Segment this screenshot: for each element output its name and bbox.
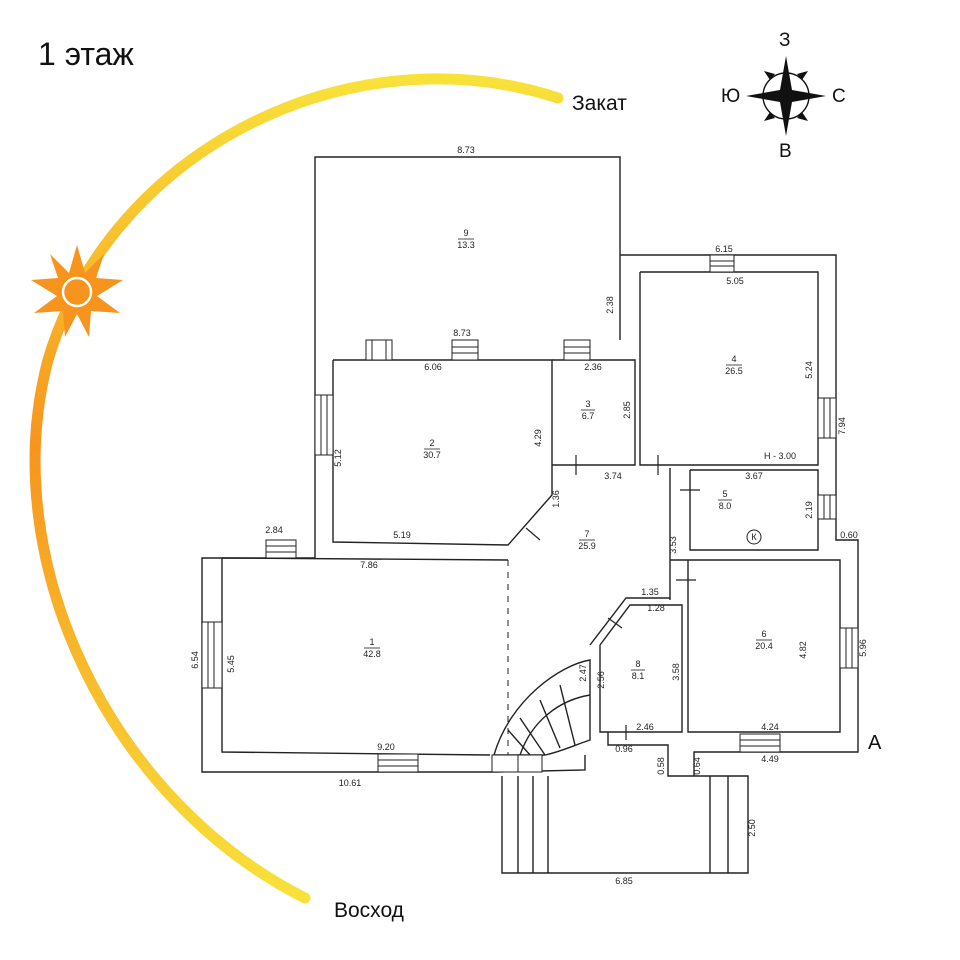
svg-text:5.05: 5.05 bbox=[726, 276, 744, 286]
svg-text:6.06: 6.06 bbox=[424, 362, 442, 372]
svg-text:2.56: 2.56 bbox=[596, 671, 606, 689]
svg-text:8.73: 8.73 bbox=[453, 328, 471, 338]
svg-text:2.85: 2.85 bbox=[622, 401, 632, 419]
floor-title: 1 этаж bbox=[38, 36, 134, 72]
window bbox=[817, 494, 837, 520]
svg-text:1: 1 bbox=[369, 637, 374, 647]
window bbox=[265, 539, 297, 559]
room-label-9: 913.3 bbox=[457, 228, 475, 250]
room-label-2: 230.7 bbox=[423, 438, 441, 460]
svg-text:4.29: 4.29 bbox=[533, 429, 543, 447]
svg-text:4.49: 4.49 bbox=[761, 754, 779, 764]
svg-text:2.47: 2.47 bbox=[578, 664, 588, 682]
svg-text:9: 9 bbox=[463, 228, 468, 238]
sunset-label: Закат bbox=[572, 92, 627, 115]
sun-path-arc bbox=[29, 73, 564, 904]
room-label-7: 725.9 bbox=[578, 529, 596, 551]
svg-text:4: 4 bbox=[731, 354, 736, 364]
svg-text:2: 2 bbox=[429, 438, 434, 448]
svg-text:42.8: 42.8 bbox=[363, 649, 381, 659]
svg-text:7.86: 7.86 bbox=[360, 560, 378, 570]
svg-text:Н - 3.00: Н - 3.00 bbox=[764, 451, 796, 461]
window bbox=[314, 394, 334, 456]
svg-text:3.58: 3.58 bbox=[671, 663, 681, 681]
svg-text:3.53: 3.53 bbox=[668, 536, 678, 554]
compass-east-label: С bbox=[832, 86, 846, 107]
compass-south-label: В bbox=[779, 141, 792, 162]
svg-text:3: 3 bbox=[585, 399, 590, 409]
svg-text:2.50: 2.50 bbox=[747, 819, 757, 837]
svg-text:9.20: 9.20 bbox=[377, 742, 395, 752]
svg-text:8.0: 8.0 bbox=[719, 501, 732, 511]
window bbox=[739, 733, 781, 753]
dimension-labels: 8.73 2.38 8.73 6.15 5.05 6.06 2.36 2.85 … bbox=[190, 145, 868, 886]
svg-text:2.46: 2.46 bbox=[636, 722, 654, 732]
svg-text:0.58: 0.58 bbox=[656, 757, 666, 775]
svg-text:7: 7 bbox=[584, 529, 589, 539]
svg-text:5.12: 5.12 bbox=[333, 449, 343, 467]
svg-text:3.74: 3.74 bbox=[604, 471, 622, 481]
room-labels: 913.3 426.5 36.7 230.7 58.0 725.9 620.4 … bbox=[363, 228, 773, 681]
svg-text:30.7: 30.7 bbox=[423, 450, 441, 460]
window bbox=[709, 254, 735, 273]
room-label-4: 426.5 bbox=[725, 354, 743, 376]
room-label-8: 88.1 bbox=[631, 659, 645, 681]
svg-text:8: 8 bbox=[635, 659, 640, 669]
door-marks bbox=[525, 455, 700, 740]
window bbox=[817, 397, 837, 439]
window bbox=[451, 339, 479, 361]
svg-text:6.15: 6.15 bbox=[715, 244, 733, 254]
compass-rose-icon bbox=[746, 56, 826, 136]
svg-text:4.82: 4.82 bbox=[798, 641, 808, 659]
window bbox=[563, 339, 591, 361]
room-label-6: 620.4 bbox=[755, 629, 773, 651]
svg-text:5: 5 bbox=[722, 489, 727, 499]
svg-text:К: К bbox=[751, 532, 757, 542]
svg-text:0.96: 0.96 bbox=[615, 744, 633, 754]
svg-text:1.36: 1.36 bbox=[551, 490, 561, 508]
svg-text:0.60: 0.60 bbox=[840, 530, 858, 540]
window bbox=[365, 339, 393, 361]
windows bbox=[201, 254, 859, 773]
svg-text:5.24: 5.24 bbox=[804, 361, 814, 379]
window bbox=[839, 627, 859, 669]
sun-icon bbox=[31, 245, 123, 337]
svg-text:20.4: 20.4 bbox=[755, 641, 773, 651]
svg-text:2.19: 2.19 bbox=[804, 501, 814, 519]
svg-text:6.54: 6.54 bbox=[190, 651, 200, 669]
svg-text:2.84: 2.84 bbox=[265, 525, 283, 535]
svg-text:8.73: 8.73 bbox=[457, 145, 475, 155]
svg-text:26.5: 26.5 bbox=[725, 366, 743, 376]
svg-text:1.35: 1.35 bbox=[641, 587, 659, 597]
window bbox=[201, 621, 223, 689]
svg-text:4.24: 4.24 bbox=[761, 722, 779, 732]
svg-text:25.9: 25.9 bbox=[578, 541, 596, 551]
room-label-3: 36.7 bbox=[581, 399, 595, 421]
svg-text:6: 6 bbox=[761, 629, 766, 639]
svg-text:2.38: 2.38 bbox=[605, 296, 615, 314]
svg-text:2.36: 2.36 bbox=[584, 362, 602, 372]
window bbox=[377, 753, 419, 773]
svg-text:6.7: 6.7 bbox=[582, 411, 595, 421]
svg-text:3.67: 3.67 bbox=[745, 471, 763, 481]
window bbox=[491, 754, 543, 773]
svg-text:13.3: 13.3 bbox=[457, 240, 475, 250]
svg-text:0.64: 0.64 bbox=[692, 757, 702, 775]
room-label-5: 58.0 bbox=[718, 489, 732, 511]
svg-text:7.94: 7.94 bbox=[837, 417, 847, 435]
svg-text:6.85: 6.85 bbox=[615, 876, 633, 886]
svg-text:5.45: 5.45 bbox=[226, 655, 236, 673]
compass-west-label: Ю bbox=[721, 86, 741, 107]
svg-text:1.28: 1.28 bbox=[647, 603, 665, 613]
svg-text:5.96: 5.96 bbox=[858, 639, 868, 657]
svg-text:10.61: 10.61 bbox=[339, 778, 362, 788]
svg-text:8.1: 8.1 bbox=[632, 671, 645, 681]
boiler-marker: К bbox=[746, 529, 762, 545]
facade-label: А bbox=[868, 732, 882, 754]
sunrise-label: Восход bbox=[334, 899, 404, 922]
room-label-1: 142.8 bbox=[363, 637, 381, 659]
compass-north-label: З bbox=[779, 30, 791, 51]
svg-text:5.19: 5.19 bbox=[393, 530, 411, 540]
